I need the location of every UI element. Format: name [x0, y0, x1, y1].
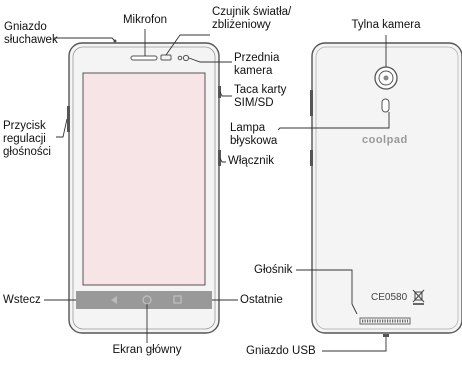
back-power-button	[310, 150, 313, 166]
label-home-key: Ekran główny	[112, 344, 182, 356]
power-button-leader	[219, 157, 226, 163]
speaker-leader	[296, 269, 358, 315]
front-screen	[82, 72, 206, 286]
usb-leader	[322, 337, 387, 352]
ce-certification-mark: CE0580	[371, 292, 408, 303]
phone-back	[310, 42, 462, 337]
front-camera-lens	[182, 54, 190, 62]
label-speaker: Głośnik	[254, 264, 293, 276]
label-front-camera: Przednia kamera	[234, 52, 280, 77]
label-flash: Lampa błyskowa	[230, 122, 278, 147]
label-rear-camera: Tylna kamera	[351, 19, 421, 31]
volume-button-leader	[56, 118, 68, 138]
label-headphone-jack: Gniazdo słuchawek	[4, 21, 58, 46]
sim-tray-leader	[219, 91, 232, 97]
back-inner-edge	[315, 46, 459, 330]
leader-lines	[44, 29, 390, 352]
brand-logo: coolpad	[362, 134, 408, 146]
light-sensor-leader	[165, 34, 210, 56]
sim-tray-part	[218, 86, 221, 98]
label-sim-sd-tray: Taca karty SIM/SD	[234, 84, 287, 109]
label-volume-button: Przycisk regulacji głośności	[3, 120, 51, 158]
weee-icon	[412, 289, 425, 305]
rear-camera-center	[383, 75, 389, 81]
speaker-grille-outline	[359, 317, 411, 325]
earpiece-slot	[130, 55, 158, 61]
back-volume-button	[310, 90, 313, 116]
label-back-key: Wstecz	[3, 294, 41, 306]
power-button-part	[218, 150, 221, 166]
front-camera-leader	[188, 57, 232, 63]
recent-key-icon	[173, 295, 182, 304]
back-key-icon	[111, 296, 117, 304]
rear-camera-lens	[378, 70, 394, 86]
label-light-proximity-sensor: Czujnik światła/ zbliżeniowy	[212, 6, 292, 31]
usb-port-opening	[383, 334, 389, 337]
label-usb-port: Gniazdo USB	[246, 345, 316, 357]
label-recent-key: Ostatnie	[240, 294, 283, 306]
nav-bar	[76, 291, 212, 309]
front-inner-bezel	[72, 46, 216, 330]
flash-lens	[381, 98, 390, 113]
flash-leader	[277, 112, 390, 131]
phone-front	[67, 39, 221, 334]
label-power-button: Włącznik	[228, 155, 275, 167]
volume-button-part	[67, 106, 70, 132]
headphone-jack-leader	[54, 37, 116, 42]
sensor-dot	[177, 55, 183, 61]
back-body	[311, 42, 462, 334]
label-microphone: Mikrofon	[122, 14, 168, 26]
